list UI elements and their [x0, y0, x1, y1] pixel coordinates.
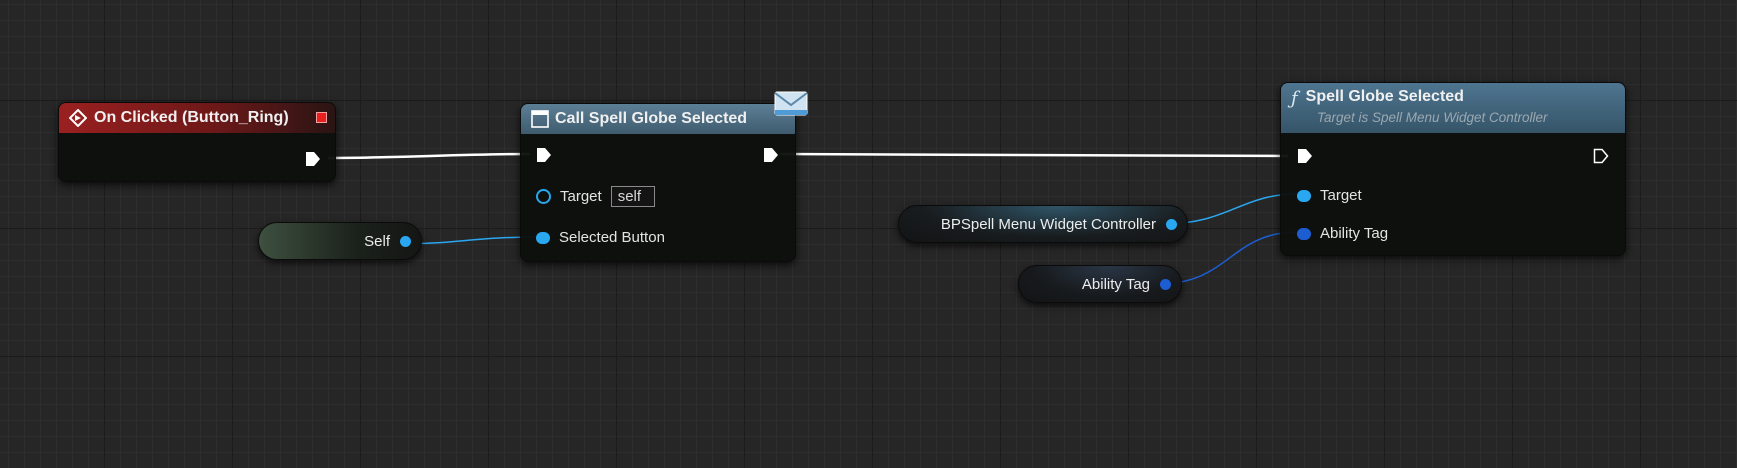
- function-target-pin-row[interactable]: Target: [1297, 187, 1362, 204]
- exec-out-pin[interactable]: [305, 151, 321, 167]
- self-node[interactable]: Self: [258, 222, 422, 260]
- spell-globe-selected-function-node[interactable]: ƒ Spell Globe Selected Target is Spell M…: [1280, 82, 1626, 256]
- exec-wire-1[interactable]: [327, 152, 531, 160]
- on-clicked-title: On Clicked (Button_Ring): [94, 109, 289, 126]
- on-clicked-header: On Clicked (Button_Ring): [59, 103, 335, 133]
- controller-label: BPSpell Menu Widget Controller: [940, 215, 1156, 233]
- self-label: Self: [364, 232, 390, 250]
- function-box-icon: [531, 110, 549, 128]
- call-node-header: Call Spell Globe Selected: [521, 104, 795, 134]
- delegate-stop-icon[interactable]: [316, 112, 327, 123]
- message-envelope-icon: [774, 91, 808, 116]
- call-node-title: Call Spell Globe Selected: [555, 110, 748, 127]
- exec-out-pin[interactable]: [763, 147, 779, 163]
- function-ability-tag-pin[interactable]: [1297, 227, 1311, 240]
- target-pin[interactable]: [536, 189, 551, 204]
- target-label: Target: [560, 188, 602, 205]
- call-spell-globe-selected-node[interactable]: Call Spell Globe Selected Target self Se…: [520, 103, 796, 262]
- function-node-title: Spell Globe Selected: [1305, 88, 1464, 105]
- on-clicked-event-node[interactable]: On Clicked (Button_Ring): [58, 102, 336, 182]
- controller-variable-node[interactable]: BPSpell Menu Widget Controller: [898, 205, 1188, 243]
- function-ability-tag-label: Ability Tag: [1320, 225, 1389, 242]
- function-f-icon: ƒ: [1291, 88, 1298, 109]
- selected-button-label: Selected Button: [559, 229, 665, 246]
- function-node-subtitle: Target is Spell Menu Widget Controller: [1317, 110, 1548, 125]
- ability-tag-var-label: Ability Tag: [1081, 275, 1150, 293]
- function-node-header: ƒ Spell Globe Selected Target is Spell M…: [1281, 83, 1625, 133]
- exec-out-pin[interactable]: [1593, 148, 1609, 164]
- event-diamond-icon: [69, 109, 87, 127]
- ability-tag-variable-node[interactable]: Ability Tag: [1018, 265, 1182, 303]
- exec-in-pin[interactable]: [1297, 148, 1313, 164]
- function-target-pin[interactable]: [1297, 189, 1311, 202]
- target-value-box[interactable]: self: [610, 186, 655, 207]
- selected-button-pin-row[interactable]: Selected Button: [536, 229, 665, 246]
- selected-button-pin[interactable]: [536, 231, 550, 244]
- self-out-pin[interactable]: [400, 235, 411, 247]
- function-ability-tag-pin-row[interactable]: Ability Tag: [1297, 225, 1388, 242]
- controller-out-pin[interactable]: [1166, 218, 1177, 230]
- ability-tag-out-pin[interactable]: [1160, 278, 1171, 290]
- function-target-label: Target: [1320, 187, 1362, 204]
- exec-wire-2[interactable]: [779, 152, 1289, 158]
- target-pin-row[interactable]: Target self: [536, 186, 655, 207]
- exec-in-pin[interactable]: [536, 147, 552, 163]
